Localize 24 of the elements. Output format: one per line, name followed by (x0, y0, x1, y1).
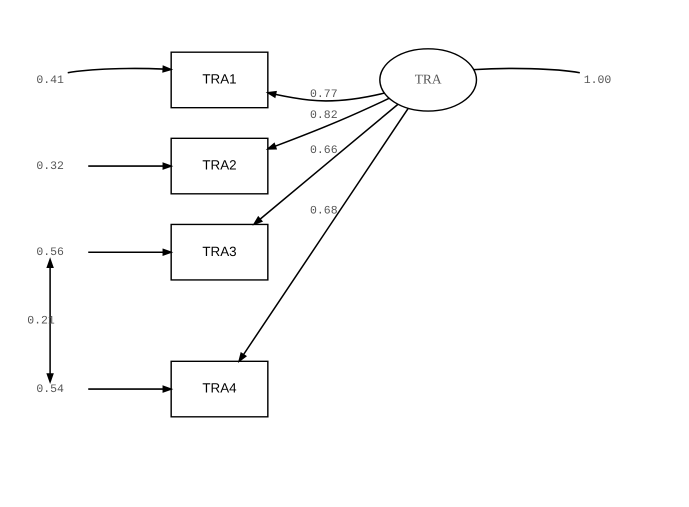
node-text: 0.54 (36, 383, 64, 396)
edge-label: 0.68 (310, 204, 338, 218)
edge-label: 0.66 (310, 144, 338, 158)
node-ellipse: TRA (379, 48, 478, 112)
node-box: TRA4 (170, 360, 269, 418)
arrow (88, 385, 174, 393)
arrow (252, 104, 398, 226)
node-box: TRA2 (170, 138, 269, 195)
edge-label: 0.82 (310, 108, 338, 122)
arrow (266, 90, 384, 102)
arrow (68, 65, 174, 74)
node-box: TRA3 (170, 224, 269, 281)
node-box: TRA1 (170, 51, 269, 108)
arrow (266, 98, 390, 150)
node-text: 0.56 (36, 246, 64, 260)
arrow (46, 257, 54, 384)
arrow (238, 108, 409, 364)
node-text: 1.00 (584, 74, 612, 87)
arrow (88, 248, 174, 256)
edge-label: 0.77 (310, 88, 338, 101)
arrow (88, 162, 174, 170)
connector (474, 68, 580, 74)
node-text: 0.41 (36, 74, 64, 87)
node-text: 0.32 (36, 160, 64, 174)
